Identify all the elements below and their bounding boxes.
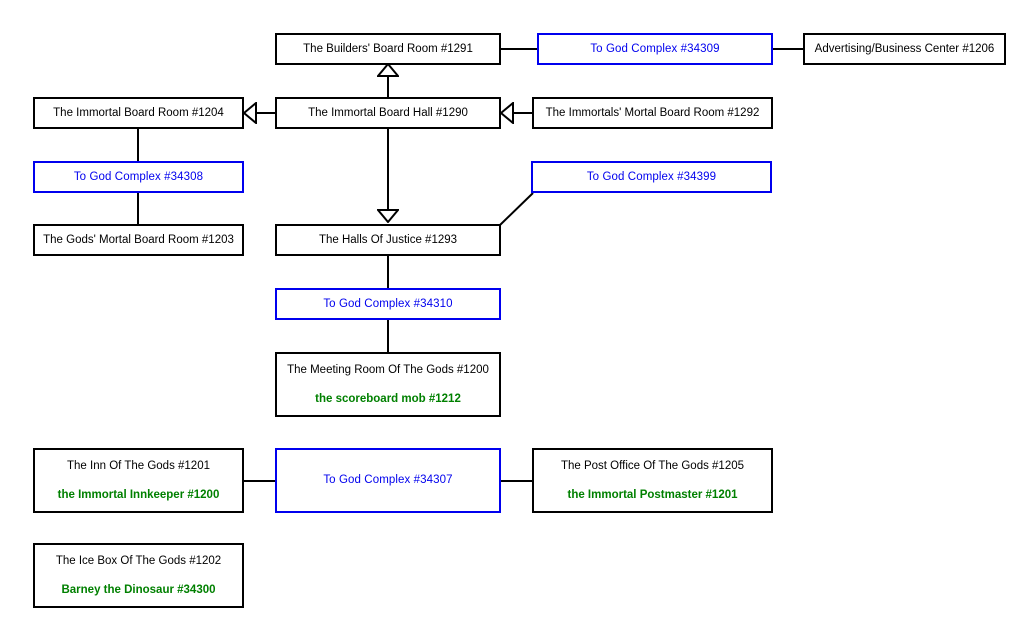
- room-title: The Halls Of Justice #1293: [318, 233, 458, 246]
- exit-label: To God Complex #34308: [73, 170, 204, 183]
- edge-1290-to-1291: [387, 65, 389, 99]
- room-node-immortal-board-room[interactable]: The Immortal Board Room #1204: [33, 97, 244, 129]
- room-node-inn-of-the-gods[interactable]: The Inn Of The Gods #1201 the Immortal I…: [33, 448, 244, 513]
- exit-node-god-complex-34399[interactable]: To God Complex #34399: [531, 161, 772, 193]
- edge-1291-to-34309: [499, 48, 539, 50]
- room-node-gods-mortal-board-room[interactable]: The Gods' Mortal Board Room #1203: [33, 224, 244, 256]
- room-title: The Immortal Board Room #1204: [53, 106, 224, 119]
- exit-label: To God Complex #34307: [323, 474, 453, 487]
- room-node-ice-box-of-the-gods[interactable]: The Ice Box Of The Gods #1202 Barney the…: [33, 543, 244, 608]
- exit-label: To God Complex #34399: [586, 170, 717, 183]
- room-node-immortal-board-hall[interactable]: The Immortal Board Hall #1290: [275, 97, 501, 129]
- room-title: The Meeting Room Of The Gods #1200: [287, 364, 489, 377]
- edge-34308-to-1203: [137, 192, 139, 226]
- edge-34309-to-1206: [771, 48, 805, 50]
- room-mob-label: Barney the Dinosaur #34300: [61, 583, 216, 596]
- exit-node-god-complex-34309[interactable]: To God Complex #34309: [537, 33, 773, 65]
- edge-34307-to-1205: [499, 480, 534, 482]
- room-title: The Immortal Board Hall #1290: [308, 106, 468, 119]
- room-title: The Post Office Of The Gods #1205: [560, 460, 745, 473]
- room-title: Advertising/Business Center #1206: [814, 42, 995, 55]
- exit-node-god-complex-34310[interactable]: To God Complex #34310: [275, 288, 501, 320]
- room-title: The Immortals' Mortal Board Room #1292: [545, 106, 760, 119]
- room-node-halls-of-justice[interactable]: The Halls Of Justice #1293: [275, 224, 501, 256]
- room-node-meeting-room-of-the-gods[interactable]: The Meeting Room Of The Gods #1200 the s…: [275, 352, 501, 417]
- edge-1293-to-34310: [387, 255, 389, 290]
- room-mob-label: the scoreboard mob #1212: [315, 392, 461, 405]
- room-title: The Gods' Mortal Board Room #1203: [43, 233, 234, 246]
- room-node-advertising-business-center[interactable]: Advertising/Business Center #1206: [803, 33, 1006, 65]
- room-mob-label: the Immortal Postmaster #1201: [567, 488, 738, 501]
- exit-node-god-complex-34308[interactable]: To God Complex #34308: [33, 161, 244, 193]
- room-title: The Builders' Board Room #1291: [303, 42, 473, 55]
- edge-1204-to-34308: [137, 128, 139, 163]
- exit-label: To God Complex #34309: [590, 42, 720, 55]
- exit-node-god-complex-34307[interactable]: To God Complex #34307: [275, 448, 501, 513]
- edge-1292-to-1290: [513, 112, 535, 114]
- room-title: The Inn Of The Gods #1201: [67, 460, 210, 473]
- room-node-immortals-mortal-board-room[interactable]: The Immortals' Mortal Board Room #1292: [532, 97, 773, 129]
- edge-1290-to-1293: [387, 128, 389, 222]
- exit-label: To God Complex #34310: [323, 297, 453, 310]
- room-title: The Ice Box Of The Gods #1202: [55, 555, 222, 568]
- room-node-post-office-of-the-gods[interactable]: The Post Office Of The Gods #1205 the Im…: [532, 448, 773, 513]
- edge-1201-to-34307: [242, 480, 277, 482]
- room-mob-label: the Immortal Innkeeper #1200: [57, 488, 220, 501]
- edge-1293-to-34399: [499, 192, 534, 226]
- edge-34310-to-1200: [387, 319, 389, 354]
- room-node-builders-board-room[interactable]: The Builders' Board Room #1291: [275, 33, 501, 65]
- edge-1290-to-1204: [256, 112, 278, 114]
